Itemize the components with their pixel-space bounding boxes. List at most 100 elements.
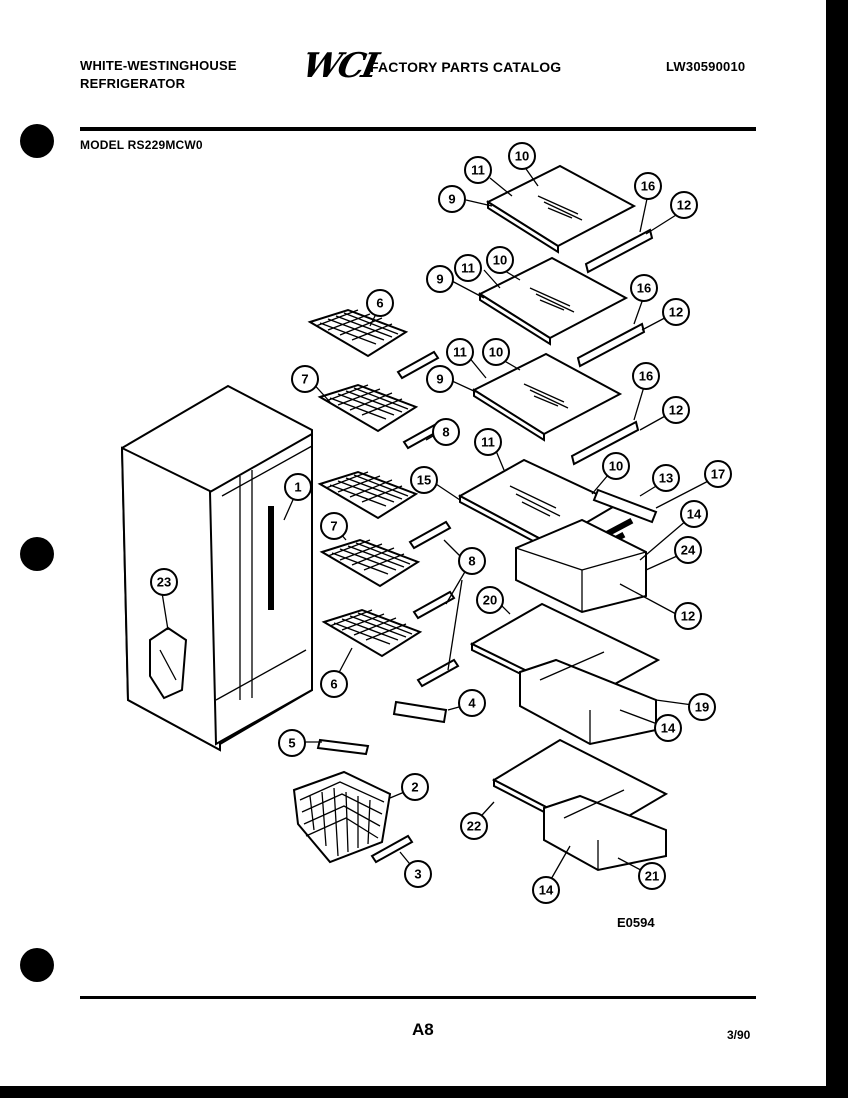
svg-text:17: 17 xyxy=(711,467,725,482)
shelf-trim-strips xyxy=(566,228,658,568)
callout-14-c: 14 xyxy=(532,876,560,904)
callout-14-b: 14 xyxy=(654,714,682,742)
svg-text:14: 14 xyxy=(687,507,702,522)
svg-text:6: 6 xyxy=(376,296,383,311)
crisper-drawers xyxy=(469,518,669,872)
leader-lines xyxy=(159,165,719,889)
svg-text:9: 9 xyxy=(436,272,443,287)
callout-12-d: 12 xyxy=(674,602,702,630)
svg-text:23: 23 xyxy=(157,575,171,590)
svg-text:5: 5 xyxy=(288,736,295,751)
scan-border-bottom xyxy=(0,1086,848,1098)
svg-text:14: 14 xyxy=(661,721,676,736)
callout-4: 4 xyxy=(458,689,486,717)
svg-text:12: 12 xyxy=(681,609,695,624)
binder-hole-top xyxy=(20,124,54,158)
callout-11-d: 11 xyxy=(474,428,502,456)
freezer-wire-shelves xyxy=(307,308,423,658)
header-rule xyxy=(80,127,756,131)
callout-10-b: 10 xyxy=(486,246,514,274)
callout-6-lower: 6 xyxy=(320,670,348,698)
callout-11-c: 11 xyxy=(446,338,474,366)
svg-text:11: 11 xyxy=(453,345,467,360)
callout-10-c: 10 xyxy=(482,338,510,366)
revision-date: 3/90 xyxy=(727,1028,751,1042)
callout-2: 2 xyxy=(401,773,429,801)
catalog-title: FACTORY PARTS CATALOG xyxy=(370,59,562,75)
callout-17: 17 xyxy=(704,460,732,488)
svg-text:10: 10 xyxy=(609,459,623,474)
svg-text:1: 1 xyxy=(294,480,301,495)
svg-text:9: 9 xyxy=(448,192,455,207)
svg-text:7: 7 xyxy=(330,519,337,534)
svg-text:15: 15 xyxy=(417,473,431,488)
callout-8-upper: 8 xyxy=(432,418,460,446)
svg-text:11: 11 xyxy=(471,163,485,178)
figure-reference: E0594 xyxy=(617,915,655,930)
callout-16-c: 16 xyxy=(632,362,660,390)
svg-text:9: 9 xyxy=(436,372,443,387)
svg-text:21: 21 xyxy=(645,869,659,884)
callout-1: 1 xyxy=(284,473,312,501)
brand-name: WHITE-WESTINGHOUSE xyxy=(80,58,237,73)
part-callouts: 1 2 3 4 5 6 6 7 7 8 8 9 9 9 10 10 10 10 … xyxy=(150,142,732,904)
scan-border-right xyxy=(826,0,848,1098)
document-number: LW30590010 xyxy=(666,59,746,74)
svg-text:12: 12 xyxy=(669,305,683,320)
svg-text:19: 19 xyxy=(695,700,709,715)
svg-text:20: 20 xyxy=(483,593,497,608)
svg-text:22: 22 xyxy=(467,819,481,834)
callout-16-a: 16 xyxy=(634,172,662,200)
binder-hole-middle xyxy=(20,537,54,571)
callout-12-b: 12 xyxy=(662,298,690,326)
callout-8-lower: 8 xyxy=(458,547,486,575)
callout-10-d: 10 xyxy=(602,452,630,480)
callout-21: 21 xyxy=(638,862,666,890)
svg-text:8: 8 xyxy=(442,425,449,440)
svg-text:12: 12 xyxy=(677,198,691,213)
svg-text:16: 16 xyxy=(641,179,655,194)
svg-text:6: 6 xyxy=(330,677,337,692)
svg-text:14: 14 xyxy=(539,883,554,898)
model-number: MODEL RS229MCW0 xyxy=(80,138,203,152)
svg-text:10: 10 xyxy=(489,345,503,360)
svg-text:11: 11 xyxy=(461,261,475,276)
callout-3: 3 xyxy=(404,860,432,888)
callout-9-c: 9 xyxy=(426,365,454,393)
svg-text:4: 4 xyxy=(468,696,476,711)
freezer-basket xyxy=(292,770,392,864)
svg-text:7: 7 xyxy=(301,372,308,387)
callout-5: 5 xyxy=(278,729,306,757)
svg-text:24: 24 xyxy=(681,543,696,558)
callout-6-upper: 6 xyxy=(366,289,394,317)
product-type: REFRIGERATOR xyxy=(80,76,186,91)
callout-13: 13 xyxy=(652,464,680,492)
callout-7-upper: 7 xyxy=(291,365,319,393)
svg-text:8: 8 xyxy=(468,554,475,569)
svg-text:13: 13 xyxy=(659,471,673,486)
callout-7-lower: 7 xyxy=(320,512,348,540)
callout-24: 24 xyxy=(674,536,702,564)
page-code: A8 xyxy=(412,1020,434,1039)
callout-12-a: 12 xyxy=(670,191,698,219)
svg-text:16: 16 xyxy=(637,281,651,296)
callout-10-a: 10 xyxy=(508,142,536,170)
binder-hole-bottom xyxy=(20,948,54,982)
svg-text:10: 10 xyxy=(493,253,507,268)
svg-text:10: 10 xyxy=(515,149,529,164)
callout-23: 23 xyxy=(150,568,178,596)
refrigerator-cabinet xyxy=(120,384,313,752)
svg-text:3: 3 xyxy=(414,867,421,882)
svg-text:16: 16 xyxy=(639,369,653,384)
callout-9-b: 9 xyxy=(426,265,454,293)
callout-20: 20 xyxy=(476,586,504,614)
callout-9-a: 9 xyxy=(438,185,466,213)
callout-14-a: 14 xyxy=(680,500,708,528)
callout-19: 19 xyxy=(688,693,716,721)
callout-22: 22 xyxy=(460,812,488,840)
callout-12-c: 12 xyxy=(662,396,690,424)
callout-15: 15 xyxy=(410,466,438,494)
svg-text:12: 12 xyxy=(669,403,683,418)
